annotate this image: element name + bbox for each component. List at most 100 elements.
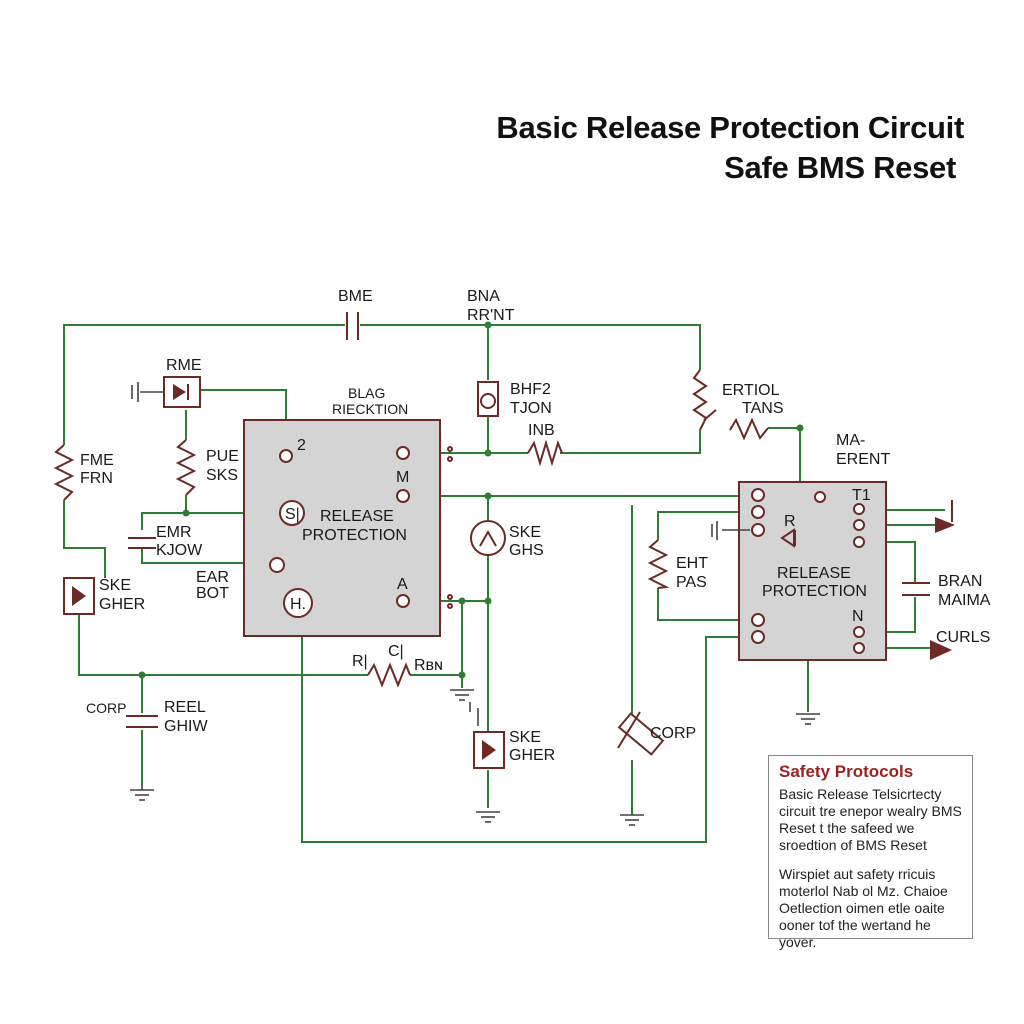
label-bna: BNA — [467, 288, 500, 305]
label-pin-n: N — [852, 608, 864, 625]
junction — [458, 671, 466, 679]
pin-nc — [447, 594, 453, 600]
wire-emr — [141, 548, 272, 564]
label-tjon: TJON — [510, 400, 552, 417]
ground-icon — [450, 689, 479, 726]
label-corp-left: CORP — [86, 700, 126, 716]
rb-ground-icon — [711, 521, 750, 540]
resistor-tans — [729, 417, 769, 441]
resistor-fme — [53, 444, 75, 501]
wire-inb-right — [560, 430, 701, 454]
label-kjow: KJOW — [156, 542, 203, 559]
label-pin-r: R — [784, 513, 796, 530]
wire-left-ske — [78, 615, 142, 676]
rb-pin — [853, 536, 865, 548]
resistor-ertiol — [692, 369, 708, 431]
diagram-title: Basic Release Protection Circuit — [496, 110, 964, 145]
rb-pin — [751, 523, 765, 537]
label-rieckion: RIECKTION — [332, 401, 408, 417]
resistor-eht — [647, 539, 670, 589]
label-ske-bottom: SKE — [509, 729, 541, 746]
junction — [484, 449, 492, 457]
junction — [458, 597, 466, 605]
label-reel: REEL — [164, 699, 206, 716]
diode-rme — [131, 376, 201, 408]
label-rbn: Rʙɴ — [414, 657, 443, 674]
label-fme: FME — [80, 452, 114, 469]
title-block: Basic Release Protection Circuit Safe BM… — [496, 108, 964, 188]
label-pin-h: H. — [290, 596, 306, 613]
arrow-out-curls-icon — [930, 640, 952, 660]
label-pin-m: M — [396, 469, 409, 486]
safety-paragraph-1: Basic Release Telsicrtecty circuit tre e… — [779, 786, 962, 853]
capacitor-reel — [126, 715, 158, 728]
label-tans: TANS — [742, 400, 783, 417]
label-ske-center: SKE — [509, 524, 541, 541]
label-c1: C| — [388, 643, 404, 660]
label-bme: BME — [338, 288, 373, 305]
resistor-inb — [527, 439, 563, 467]
pin-a — [396, 594, 410, 608]
pin-nc — [447, 456, 453, 462]
label-pin-a: A — [397, 576, 408, 593]
ground-icon — [476, 811, 500, 823]
pin-s — [279, 500, 305, 526]
junction — [484, 492, 492, 500]
label-ghs: GHS — [509, 542, 544, 559]
component-ske-center — [470, 520, 506, 556]
junction — [138, 671, 146, 679]
label-rp-right-line2: PROTECTION — [762, 583, 867, 600]
rb-pin — [853, 519, 865, 531]
junction — [484, 321, 492, 329]
junction — [484, 597, 492, 605]
component-corp-right — [617, 711, 665, 756]
label-ear: EAR — [196, 569, 229, 586]
pin-ear — [269, 557, 285, 573]
label-bhf2: BHF2 — [510, 381, 551, 398]
label-sks: SKS — [206, 467, 238, 484]
label-frn: FRN — [80, 470, 113, 487]
wire-eht-down — [657, 588, 740, 621]
safety-heading: Safety Protocols — [779, 762, 914, 781]
label-corp-right: CORP — [650, 725, 696, 742]
junctions — [138, 321, 804, 679]
rb-pin — [853, 626, 865, 638]
wire-top-rail — [63, 324, 345, 445]
label-rp-main-line2: PROTECTION — [302, 527, 407, 544]
wire-top-rail-right — [360, 324, 701, 370]
capacitor-emr — [128, 537, 156, 549]
rb-pin — [751, 505, 765, 519]
rb-pin — [853, 503, 865, 515]
label-pue: PUE — [206, 448, 239, 465]
component-ske-bottom — [473, 731, 505, 769]
label-ske-left: SKE — [99, 577, 131, 594]
label-ghiw: GHIW — [164, 718, 208, 735]
label-rme: RME — [166, 357, 202, 374]
label-r1: R| — [352, 653, 368, 670]
pin-nc — [447, 446, 453, 452]
label-ma: MA- — [836, 432, 865, 449]
rb-pin — [853, 642, 865, 654]
wire-pue-down — [141, 495, 187, 530]
pin-2 — [279, 449, 293, 463]
label-bot: BOT — [196, 585, 229, 602]
label-eht: EHT — [676, 555, 708, 572]
wire-return-bottom — [301, 616, 740, 843]
safety-protocols-box: Safety Protocols Basic Release Telsicrte… — [768, 755, 973, 950]
label-pin-t1: T1 — [852, 487, 871, 504]
label-pin-s: S| — [285, 506, 300, 523]
junction — [796, 424, 804, 432]
wire-eht — [657, 511, 740, 540]
label-rp-right-line1: RELEASE — [777, 565, 851, 582]
rb-pin — [814, 491, 826, 503]
ground-icon — [796, 713, 820, 725]
component-bhf2 — [477, 381, 499, 417]
safety-paragraph-2: Wirspiet aut safety rricuis moterlol Nab… — [779, 866, 948, 950]
label-bran: BRAN — [938, 573, 982, 590]
ertiol-arrow — [703, 409, 717, 421]
label-erent: ERENT — [836, 451, 890, 468]
ground-icon — [130, 786, 154, 801]
label-maima: MAIMA — [938, 592, 991, 609]
pin-nc — [447, 603, 453, 609]
label-gher-bottom: GHER — [509, 747, 555, 764]
